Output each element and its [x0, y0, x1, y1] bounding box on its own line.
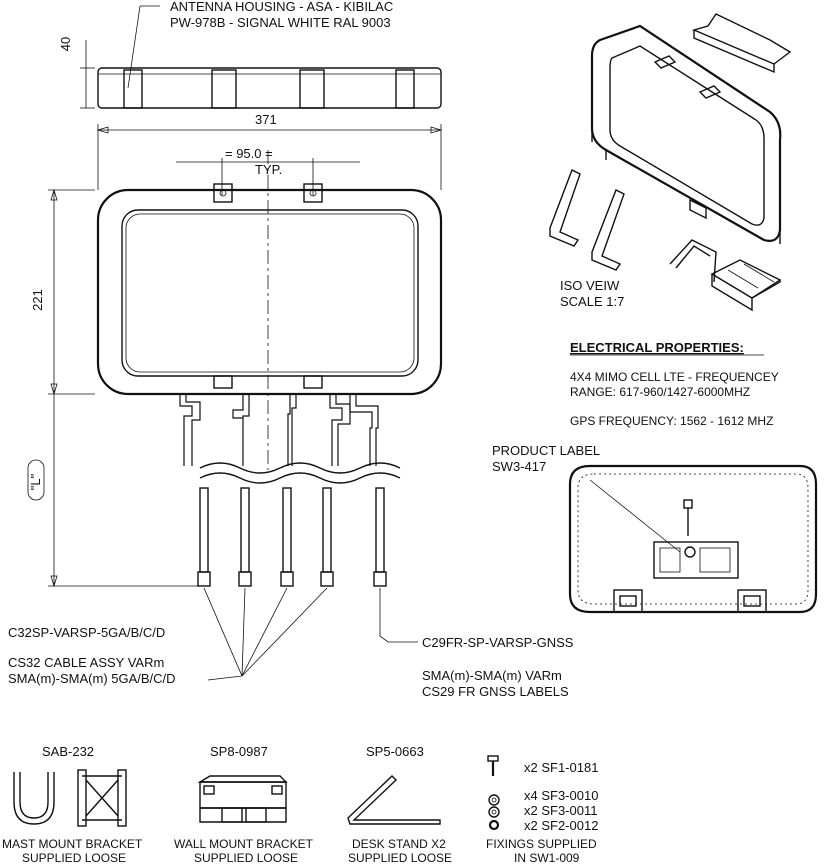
front-view: [27, 124, 443, 681]
part-name-wall: WALL MOUNT BRACKET: [174, 837, 314, 851]
iso-view-label: ISO VEIW: [560, 278, 620, 293]
gps-frequency: GPS FREQUENCY: 1562 - 1612 MHZ: [570, 414, 773, 428]
cable-c32-desc1: CS32 CABLE ASSY VARm: [8, 655, 164, 670]
dimension-height-main: 221: [30, 289, 45, 311]
fixing-washer2: x2 SF3-0011: [524, 803, 597, 818]
fixings-caption2: IN SW1-009: [514, 851, 580, 865]
cable-c29-desc2: CS29 FR GNSS LABELS: [422, 684, 569, 699]
dimension-width: 371: [255, 112, 277, 127]
mast-mount-bracket: [13, 769, 127, 827]
rear-view: [568, 464, 818, 614]
part-note-desk: SUPPLIED LOOSE: [348, 851, 452, 865]
cable-c29-part: C29FR-SP-VARSP-GNSS: [422, 635, 574, 650]
part-code-wall: SP8-0987: [210, 744, 268, 759]
electrical-line2: RANGE: 617-960/1427-6000MHZ: [570, 385, 750, 399]
electrical-line1: 4X4 MIMO CELL LTE - FREQUENCEY: [570, 370, 779, 384]
wall-mount-bracket: [197, 775, 288, 823]
fixing-screw: x2 SF1-0181: [524, 760, 598, 775]
part-code-desk: SP5-0663: [366, 744, 424, 759]
product-label-code: SW3-417: [492, 459, 546, 474]
housing-title-line2: PW-978B - SIGNAL WHITE RAL 9003: [170, 15, 391, 30]
electrical-heading: ELECTRICAL PROPERTIES:: [570, 340, 744, 355]
fixings-icons: [487, 755, 500, 831]
part-name-mast: MAST MOUNT BRACKET: [2, 837, 143, 851]
part-note-wall: SUPPLIED LOOSE: [194, 851, 298, 865]
desk-stand: [347, 775, 441, 825]
cable-c29-desc1: SMA(m)-SMA(m) VARm: [422, 668, 562, 683]
dimension-hole-typ: TYP.: [255, 162, 282, 177]
part-code-mast: SAB-232: [42, 744, 94, 759]
fixing-washer1: x4 SF3-0010: [524, 788, 598, 803]
iso-scale-label: SCALE 1:7: [560, 294, 624, 309]
fixing-nut: x2 SF2-0012: [524, 818, 598, 833]
dimension-hole-spacing: = 95.0 =: [225, 146, 273, 161]
iso-view: [549, 13, 792, 312]
part-note-mast: SUPPLIED LOOSE: [22, 851, 126, 865]
housing-title-line1: ANTENNA HOUSING - ASA - KIBILAC: [170, 0, 393, 14]
dimension-height-top: 40: [58, 37, 73, 51]
fixings-caption1: FIXINGS SUPPLIED: [486, 837, 597, 851]
side-view: [80, 5, 442, 109]
dimension-length: "L": [28, 473, 43, 490]
cable-c32-part: C32SP-VARSP-5GA/B/C/D: [8, 625, 165, 640]
product-label-title: PRODUCT LABEL: [492, 443, 600, 458]
part-name-desk: DESK STAND X2: [352, 837, 446, 851]
cable-c32-desc2: SMA(m)-SMA(m) 5GA/B/C/D: [8, 671, 176, 686]
